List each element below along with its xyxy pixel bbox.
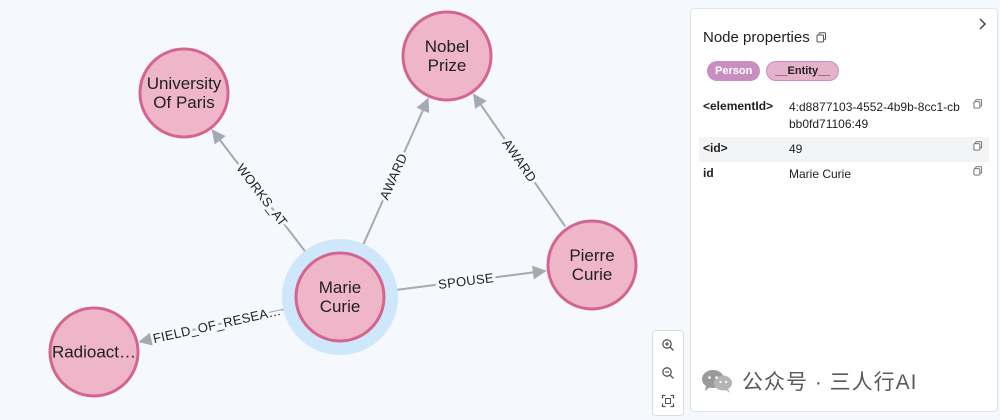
zoom-out-icon bbox=[662, 367, 674, 379]
label-badge-entity[interactable]: __Entity__ bbox=[766, 61, 840, 81]
property-key: <elementId> bbox=[703, 99, 774, 113]
edge-label: FIELD_OF_RESEA… bbox=[151, 303, 282, 346]
node-label: Curie bbox=[320, 297, 361, 316]
edge-line[interactable] bbox=[472, 93, 567, 227]
zoom-out-button[interactable] bbox=[656, 361, 680, 385]
panel-header: Node properties bbox=[703, 29, 827, 46]
edge-label: AWARD bbox=[377, 151, 411, 202]
collapse-panel-button[interactable] bbox=[977, 17, 989, 36]
relationship-edge[interactable]: AWARD bbox=[358, 97, 430, 255]
relationship-edge[interactable]: FIELD_OF_RESEA… bbox=[138, 300, 295, 349]
relationship-edge[interactable]: SPOUSE bbox=[386, 265, 547, 295]
node-label: University bbox=[147, 74, 222, 93]
watermark-text: 公众号 · 三人行AI bbox=[742, 371, 918, 394]
node-label: Radioact… bbox=[52, 343, 136, 362]
zoom-controls bbox=[652, 330, 684, 416]
copy-icon[interactable] bbox=[973, 141, 983, 151]
property-row: <elementId> 4:d8877103-4552-4b9b-8cc1-cb… bbox=[699, 95, 989, 137]
properties-table: <elementId> 4:d8877103-4552-4b9b-8cc1-cb… bbox=[699, 95, 989, 187]
node-label: Prize bbox=[428, 56, 467, 75]
edge-line[interactable] bbox=[358, 97, 430, 255]
copy-icon[interactable] bbox=[973, 166, 983, 176]
property-row: <id> 49 bbox=[699, 137, 989, 162]
wechat-icon bbox=[700, 367, 734, 395]
node-circle[interactable] bbox=[401, 10, 493, 102]
edge-label: WORKS_AT bbox=[233, 161, 290, 229]
watermark: 公众号 · 三人行AI bbox=[700, 366, 918, 396]
node-properties-panel: Node properties Person __Entity__ <eleme… bbox=[690, 8, 998, 412]
property-value: Marie Curie bbox=[789, 167, 852, 181]
copy-icon[interactable] bbox=[816, 32, 827, 43]
relationship-edge[interactable]: WORKS_AT bbox=[211, 129, 313, 261]
node-label: Curie bbox=[572, 265, 613, 284]
fit-to-screen-icon bbox=[661, 394, 675, 408]
node-circle[interactable] bbox=[546, 219, 638, 311]
fit-to-screen-button[interactable] bbox=[656, 389, 680, 413]
label-badges: Person __Entity__ bbox=[707, 61, 840, 81]
edge-line[interactable] bbox=[138, 306, 295, 346]
zoom-in-button[interactable] bbox=[656, 333, 680, 357]
node-label: Marie bbox=[319, 278, 362, 297]
edge-line[interactable] bbox=[211, 129, 313, 261]
copy-icon[interactable] bbox=[973, 99, 983, 109]
node-circle[interactable] bbox=[138, 47, 230, 139]
node-label: Pierre bbox=[569, 246, 614, 265]
chevron-right-icon bbox=[979, 18, 987, 30]
label-badge-person[interactable]: Person bbox=[707, 61, 761, 81]
node-circle[interactable] bbox=[294, 251, 386, 343]
edge-line[interactable] bbox=[386, 265, 547, 293]
property-value: 4:d8877103-4552-4b9b-8cc1-cbbb0fd71106:4… bbox=[789, 100, 960, 131]
property-value: 49 bbox=[789, 142, 803, 156]
edge-label: SPOUSE bbox=[437, 270, 494, 292]
node-label: Of Paris bbox=[153, 93, 214, 112]
node-circle[interactable] bbox=[48, 306, 140, 398]
edge-label: AWARD bbox=[499, 136, 539, 185]
relationship-edge[interactable]: AWARD bbox=[472, 93, 567, 227]
node-label: Nobel bbox=[425, 37, 469, 56]
property-row: id Marie Curie bbox=[699, 162, 989, 187]
zoom-in-icon bbox=[662, 339, 674, 351]
panel-title: Node properties bbox=[703, 29, 810, 46]
property-key: id bbox=[703, 166, 714, 180]
property-key: <id> bbox=[703, 141, 728, 155]
node-radioactivity[interactable]: Radioact… bbox=[48, 306, 140, 398]
